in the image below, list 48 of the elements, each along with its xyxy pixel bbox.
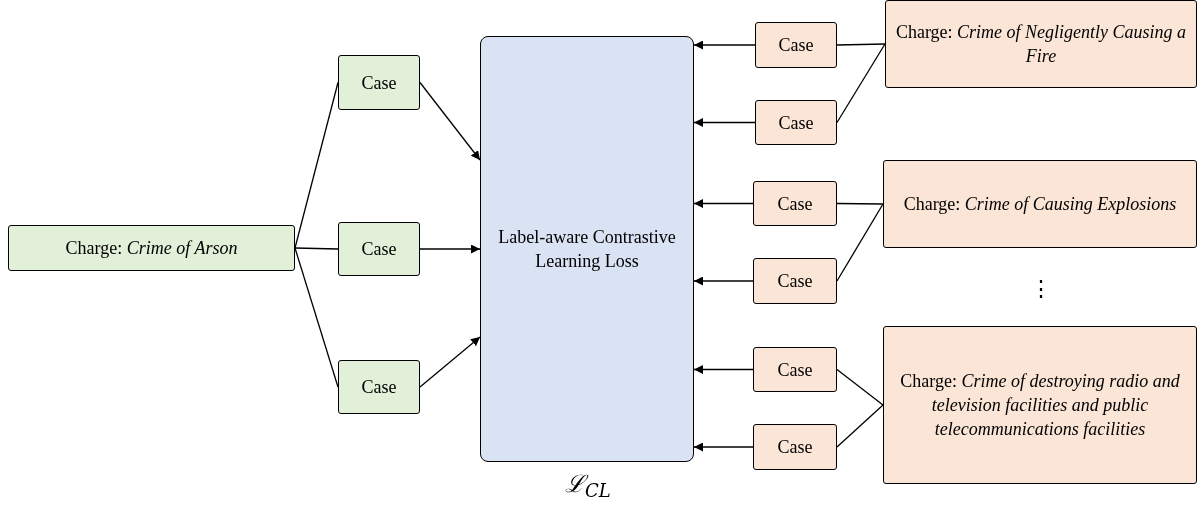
case-box — [338, 55, 420, 110]
node-text: Case — [777, 270, 813, 293]
node-text: Case — [777, 436, 813, 459]
node-text: Label-aware Contrastive Learning Loss — [497, 226, 677, 273]
arrow — [419, 336, 481, 388]
case-box — [753, 424, 837, 470]
arrow — [693, 118, 756, 127]
arrow — [693, 276, 754, 286]
node-text: Case — [777, 192, 813, 216]
case-box — [338, 360, 420, 414]
case-box — [885, 0, 1197, 88]
node-text: Charge: Crime of Arson — [65, 237, 238, 260]
connector-line — [836, 202, 884, 205]
case-box — [338, 222, 420, 276]
math-symbol: ℒ$_{CL}$ — [565, 472, 611, 496]
node-text: Charge: Crime of Causing Explosions — [903, 193, 1177, 216]
connector-line — [294, 247, 339, 250]
case-box — [755, 22, 837, 68]
node-text: Case — [361, 376, 397, 399]
case-box — [753, 258, 837, 304]
arrow — [419, 244, 481, 254]
node-text: Case — [361, 71, 397, 95]
connector-line — [294, 247, 339, 388]
arrow — [693, 40, 756, 50]
node-text: Case — [361, 238, 397, 261]
connector-line — [294, 81, 339, 249]
node-text: Case — [777, 358, 813, 382]
connector-line — [836, 203, 884, 282]
node-text: Case — [778, 111, 814, 135]
arrow — [693, 199, 754, 208]
node-text: Case — [778, 34, 814, 57]
loss-box — [480, 36, 694, 462]
arrow — [419, 81, 481, 161]
case-box — [753, 347, 837, 392]
case-box — [755, 100, 837, 145]
connector-line — [836, 368, 884, 406]
connector-line — [836, 43, 886, 46]
node-text: Charge: Crime of destroying radio and television facilities and public telecommunications facilities — [899, 370, 1181, 441]
connector-line — [836, 404, 884, 448]
node-text: Charge: Crime of Negligently Causing a Fire — [894, 21, 1188, 68]
arrow — [693, 442, 754, 452]
arrow — [693, 365, 754, 374]
case-box — [883, 326, 1197, 484]
case-box — [883, 160, 1197, 248]
ellipsis: ⋮ — [1030, 278, 1052, 300]
case-box — [753, 181, 837, 226]
case-box — [8, 225, 295, 271]
connector-line — [836, 43, 886, 124]
